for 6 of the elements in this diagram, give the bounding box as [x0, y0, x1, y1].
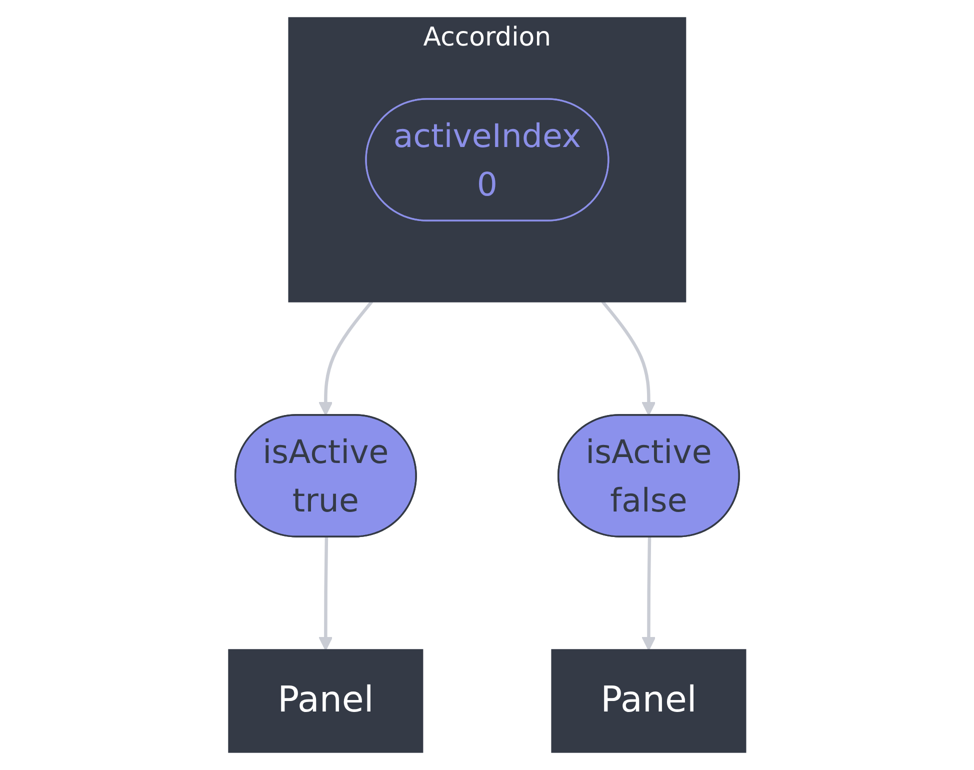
node-box: Panel — [228, 649, 423, 753]
arrow — [318, 537, 333, 651]
arrow — [601, 300, 656, 416]
node-box: Panel — [551, 649, 746, 753]
arrow — [641, 537, 656, 651]
arrow — [318, 300, 373, 416]
